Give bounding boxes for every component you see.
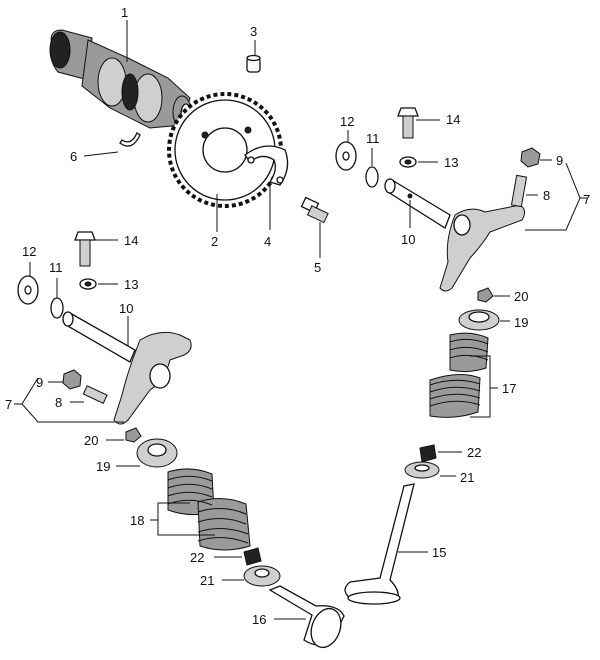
callout-11b: 11 [366, 131, 380, 146]
callout-8b: 8 [543, 188, 550, 203]
callout-5: 5 [314, 260, 321, 275]
bolt-right [397, 107, 419, 139]
valve-cotter-right [477, 287, 494, 303]
callout-15: 15 [432, 545, 446, 560]
callout-10a: 10 [119, 301, 133, 316]
callout-14a: 14 [124, 233, 138, 248]
callout-2: 2 [211, 234, 218, 249]
bolt-left [74, 231, 96, 267]
callout-1: 1 [121, 5, 128, 20]
callout-12b: 12 [340, 114, 354, 129]
callout-10b: 10 [401, 232, 415, 247]
valve-seal-right [419, 444, 437, 463]
callout-13b: 13 [444, 155, 458, 170]
spring-retainer-left [136, 438, 178, 468]
callout-13a: 13 [124, 277, 138, 292]
sprocket-bolt [300, 196, 329, 224]
callout-14b: 14 [446, 112, 460, 127]
callout-9a: 9 [36, 375, 43, 390]
lock-nut-right [520, 147, 541, 168]
valve-cotter-left [125, 427, 142, 443]
valve-right [344, 483, 415, 605]
callout-18: 18 [130, 513, 144, 528]
o-ring-left [50, 297, 64, 319]
callout-3: 3 [250, 24, 257, 39]
callout-22a: 22 [190, 550, 204, 565]
camshaft [49, 29, 192, 129]
camshaft-clip [119, 132, 141, 147]
rocker-arm-left [113, 331, 192, 425]
callout-7b: 7 [583, 192, 590, 207]
callout-9b: 9 [556, 153, 563, 168]
rocker-arm-right [439, 204, 526, 292]
callout-19b: 19 [514, 315, 528, 330]
callout-21b: 21 [460, 470, 474, 485]
callout-21a: 21 [200, 573, 214, 588]
spring-retainer-right [458, 309, 500, 331]
callout-20b: 20 [514, 289, 528, 304]
callout-16: 16 [252, 612, 266, 627]
valve-springs-right [429, 332, 489, 418]
callout-11a: 11 [49, 260, 63, 275]
callout-6: 6 [70, 149, 77, 164]
callout-4: 4 [264, 234, 271, 249]
sprocket-retainer-plate [244, 145, 289, 186]
o-ring-right [365, 166, 379, 188]
dowel-pin [246, 54, 261, 73]
adjuster-screw-left [82, 385, 108, 404]
callout-12a: 12 [22, 244, 36, 259]
callout-20a: 20 [84, 433, 98, 448]
valve-springs-left [167, 468, 251, 551]
callout-19a: 19 [96, 459, 110, 474]
callout-8a: 8 [55, 395, 62, 410]
cam-sprocket [167, 92, 283, 208]
callout-7a: 7 [5, 397, 12, 412]
valve-left [268, 585, 345, 649]
callout-22b: 22 [467, 445, 481, 460]
rocker-shaft-right [384, 178, 451, 229]
adjuster-screw-right [510, 174, 528, 208]
rocker-shaft-left [62, 311, 136, 363]
callout-17: 17 [502, 381, 516, 396]
lock-nut-left [62, 369, 82, 390]
valve-seal-left [243, 547, 262, 566]
